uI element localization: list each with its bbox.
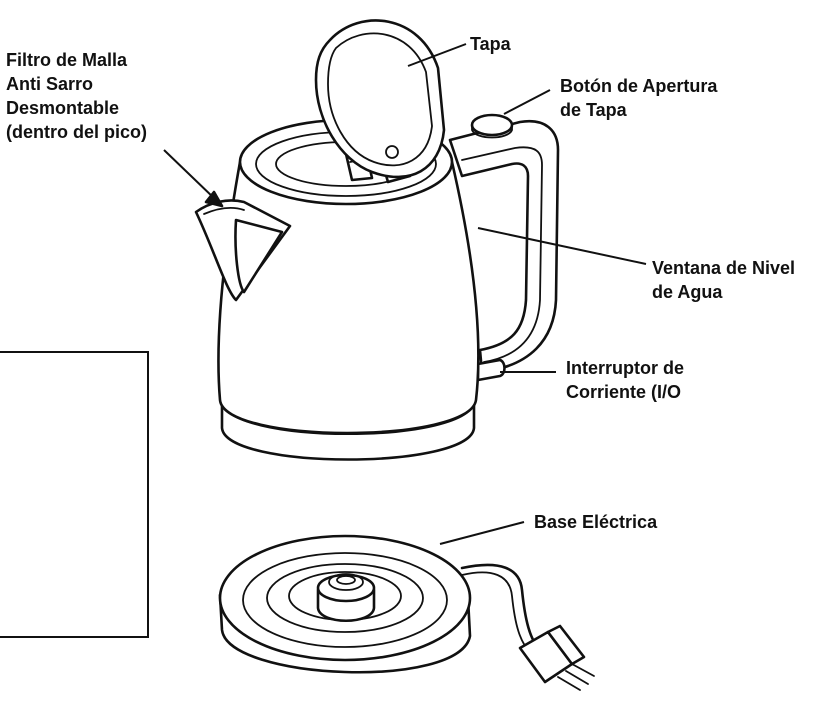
kettle-lid bbox=[314, 19, 446, 179]
kettle-body bbox=[217, 118, 480, 461]
water-window-label: Ventana de Nivel de Agua bbox=[652, 258, 795, 302]
lid-leader-line bbox=[407, 43, 467, 67]
lid-button-label-line1: Botón de Apertura bbox=[560, 76, 718, 96]
water-window-label-line1: Ventana de Nivel bbox=[652, 258, 795, 278]
lid-button-leader-line bbox=[503, 89, 551, 115]
power-base-label: Base Eléctrica bbox=[534, 512, 658, 532]
lid-label: Tapa bbox=[470, 34, 512, 54]
left-frame-border bbox=[0, 351, 149, 638]
power-switch-label: Interruptor de Corriente (I/Ο bbox=[566, 358, 684, 402]
power-cord bbox=[460, 563, 542, 652]
kettle-handle bbox=[448, 113, 560, 374]
power-base-leader-line bbox=[439, 521, 525, 545]
lid-button-label: Botón de Apertura de Tapa bbox=[560, 76, 718, 120]
filter-leader-line bbox=[163, 149, 217, 201]
water-level-window bbox=[234, 218, 284, 294]
filter-label-line3: Desmontable bbox=[6, 98, 119, 118]
lid-button-label-line2: de Tapa bbox=[560, 100, 628, 120]
filter-leader-arrow bbox=[204, 190, 224, 208]
plug-icon bbox=[518, 624, 595, 691]
filter-label-line1: Filtro de Malla bbox=[6, 50, 128, 70]
power-switch-label-line2: Corriente (I/Ο bbox=[566, 382, 681, 402]
filter-label-line4: (dentro del pico) bbox=[6, 122, 147, 142]
power-switch bbox=[476, 358, 506, 382]
filter-label-line2: Anti Sarro bbox=[6, 74, 93, 94]
power-base bbox=[218, 534, 595, 691]
lid-release-button bbox=[470, 113, 514, 137]
water-window-leader-line bbox=[477, 227, 647, 265]
water-window-label-line2: de Agua bbox=[652, 282, 723, 302]
power-switch-label-line1: Interruptor de bbox=[566, 358, 684, 378]
power-cord-inner bbox=[461, 571, 531, 653]
filter-label: Filtro de Malla Anti Sarro Desmontable (… bbox=[6, 50, 147, 142]
